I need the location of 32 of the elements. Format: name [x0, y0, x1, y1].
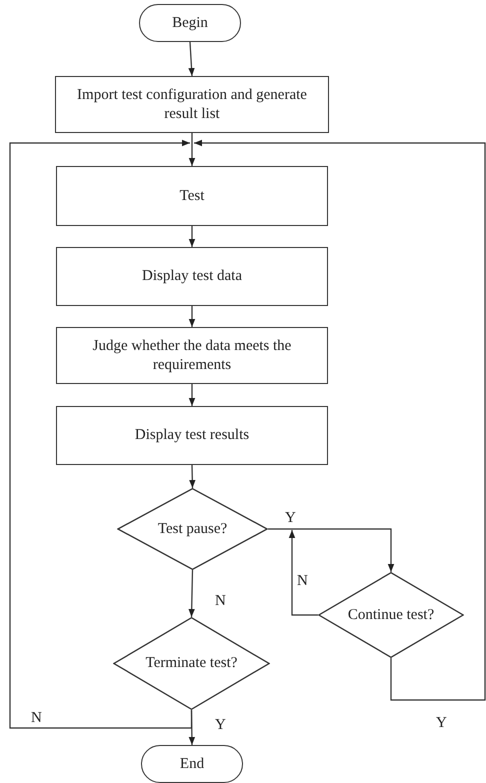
decision-diamond	[113, 617, 270, 710]
arrow	[188, 306, 196, 327]
arrow	[188, 226, 196, 247]
node-text: Test	[180, 186, 204, 206]
arrow	[188, 42, 195, 76]
node-text: Test pause?	[158, 520, 228, 538]
arrow	[194, 140, 486, 701]
terminal-box	[139, 4, 241, 42]
process-box	[55, 76, 329, 133]
decision-diamond	[117, 488, 268, 570]
arrow	[188, 384, 196, 406]
node-text: Begin	[172, 14, 208, 32]
process-box	[56, 166, 328, 226]
decision-diamond	[318, 572, 464, 658]
node-text: Display test results	[134, 426, 250, 445]
process-box	[56, 406, 328, 465]
terminal-box	[141, 745, 243, 783]
arrow	[188, 570, 195, 618]
arrow	[9, 140, 192, 729]
arrow	[288, 530, 318, 616]
process-box	[56, 247, 328, 306]
node-text: End	[180, 754, 204, 774]
node-text: Display test data	[142, 267, 242, 286]
arrow	[188, 710, 196, 745]
arrow	[188, 133, 196, 166]
node-text: Terminate test?	[146, 654, 238, 673]
arrow	[189, 464, 196, 488]
process-box	[56, 327, 328, 384]
node-text: Judge whether the data meets the requirements	[92, 336, 292, 374]
node-text: Import test configuration and generate result list	[76, 86, 308, 124]
node-text: Continue test?	[348, 606, 434, 624]
arrow	[268, 528, 394, 572]
